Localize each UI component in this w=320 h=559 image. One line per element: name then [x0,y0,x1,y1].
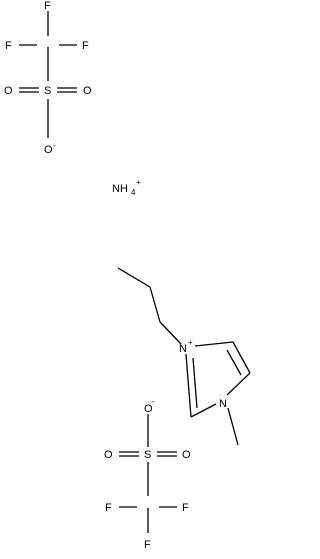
oxygen-atom: O [83,85,92,97]
fluorine-atom: F [144,539,151,551]
oxygen-atom: O [144,403,153,415]
positive-charge: + [188,338,193,347]
fluorine-atom: F [82,40,89,52]
ammonium-cation: NH 4 + [112,178,141,197]
imidazolium-cation: N + N [117,267,251,446]
positive-charge: + [136,178,141,187]
bond-c4-c5 [232,341,251,374]
ammonium-label: NH [112,183,128,195]
sulfur-atom: S [44,85,51,97]
oxygen-atom: O [104,449,113,461]
triflate-anion-bottom: O - S O O F F F [104,397,191,551]
chemical-structure-diagram: F F F S O O O - NH 4 + N + N [4,0,251,551]
bond-propyl-n [159,321,182,345]
fluorine-atom: F [182,502,189,514]
bond-propyl [117,267,151,288]
sulfur-atom: S [144,449,151,461]
fluorine-atom: F [105,502,112,514]
bond-c2-n3-inner [192,357,198,409]
triflate-anion-top: F F F S O O O - [4,0,92,156]
bond-c4-c5-inner [226,349,242,376]
bond-c2-n3 [185,353,192,418]
oxygen-atom: O [44,144,53,156]
bond-n3-c4 [194,341,234,347]
bond-n1-c2 [190,403,217,418]
oxygen-atom: O [182,449,191,461]
subscript-four: 4 [131,188,136,197]
bond-propyl [149,286,161,323]
bond-c5-n1 [226,372,251,396]
negative-charge: - [152,397,155,406]
oxygen-atom: O [4,85,13,97]
nitrogen-atom: N [219,398,227,410]
fluorine-atom: F [44,0,51,12]
fluorine-atom: F [5,40,12,52]
negative-charge: - [53,141,56,150]
nitrogen-atom-cationic: N [179,343,187,355]
bond-n-methyl [227,407,239,446]
structure-svg: F F F S O O O - NH 4 + N + N [4,0,251,551]
